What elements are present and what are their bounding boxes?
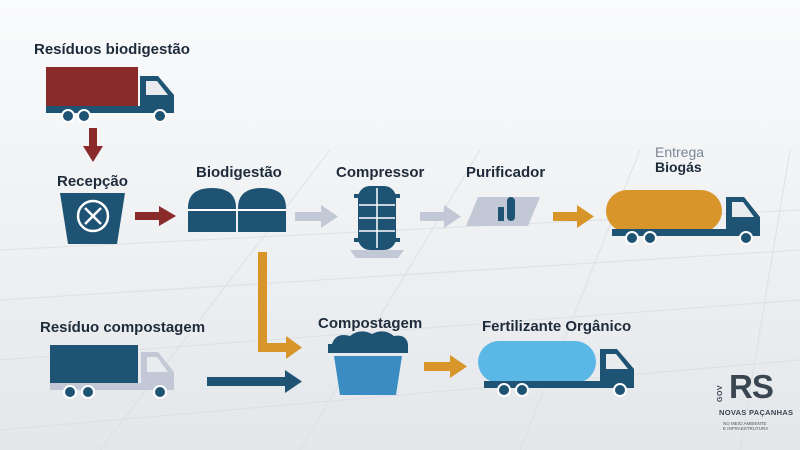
arrow-gray-1-icon <box>295 205 338 228</box>
logo-novas-pacanhas: NOVAS PAÇANHAS <box>719 408 794 417</box>
arrow-blue-icon <box>207 370 302 393</box>
logo-rs: RS <box>729 368 774 405</box>
truck-biodigestao-icon <box>46 67 174 123</box>
label-entrega: Entrega <box>655 144 705 160</box>
label-biodigestao: Biodigestão <box>196 164 282 181</box>
purificador-icon <box>466 197 540 226</box>
arrow-orange-l-icon <box>258 252 302 359</box>
label-fertilizante: Fertilizante Orgânico <box>482 318 632 335</box>
label-compressor: Compressor <box>336 164 425 181</box>
label-purificador: Purificador <box>466 164 546 181</box>
truck-compostagem-icon <box>50 345 174 399</box>
label-recepcao: Recepção <box>57 173 128 190</box>
compostagem-bin-icon <box>328 331 408 395</box>
arrow-right-icon <box>135 206 176 226</box>
logo-sub-2: E INFRAESTRUTURA <box>723 426 769 431</box>
label-residuo-compostagem: Resíduo compostagem <box>40 319 206 336</box>
truck-biogas-icon <box>606 190 760 245</box>
label-entrega-biogas: Entrega Biogás <box>655 144 704 175</box>
label-compostagem: Compostagem <box>318 315 423 332</box>
label-biogas: Biogás <box>655 159 702 175</box>
arrow-down-icon <box>83 128 103 162</box>
biodigestao-domes-icon <box>188 188 286 232</box>
truck-fertilizante-icon <box>478 341 634 397</box>
logo-subtitle: NO MEIO AMBIENTE E INFRAESTRUTURA <box>723 421 768 431</box>
logo-gov: GOV <box>717 384 724 402</box>
logo-sub-1: NO MEIO AMBIENTE <box>723 421 767 426</box>
arrow-orange-1-icon <box>553 205 594 228</box>
label-residuos-biodigestao: Resíduos biodigestão <box>34 41 190 58</box>
recepcao-bin-icon <box>60 193 125 244</box>
arrow-gray-2-icon <box>420 205 461 228</box>
compressor-icon <box>350 186 404 258</box>
arrow-orange-2-icon <box>424 355 467 378</box>
